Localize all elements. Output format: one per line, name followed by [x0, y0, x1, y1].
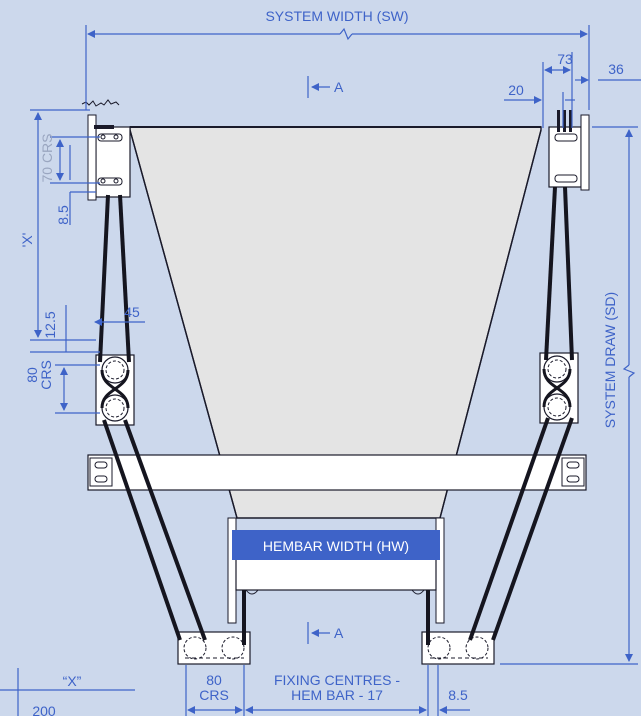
top-bracket-right	[548, 110, 590, 191]
dim-12-5: 12.5	[42, 311, 58, 338]
dim-80-side-a: 80	[24, 367, 40, 383]
cords	[98, 186, 574, 645]
cross-bar	[87, 454, 587, 491]
dim-system-width: SYSTEM WIDTH (SW)	[85, 8, 590, 110]
dim-top-right: 73 36 20	[504, 51, 641, 128]
top-bracket-left	[81, 99, 131, 201]
dim-36: 36	[608, 61, 624, 77]
fixing-centres-line1: FIXING CENTRES -	[274, 672, 400, 688]
dim-70-crs: 70 CRS	[39, 133, 55, 182]
dim-bottom: 80 CRS FIXING CENTRES - HEM BAR - 17 8.5	[185, 665, 470, 716]
dim-73: 73	[557, 51, 573, 67]
dim-20: 20	[508, 82, 524, 98]
dim-45: 45	[124, 304, 140, 320]
pulley-bracket-right	[539, 352, 579, 424]
x-value-table: “X” 200	[0, 668, 135, 716]
dim-80-side-b: CRS	[38, 360, 54, 390]
hembar: HEMBAR WIDTH (HW)	[227, 517, 445, 624]
dim-system-draw: SYSTEM DRAW (SD)	[500, 126, 638, 665]
system-draw-label: SYSTEM DRAW (SD)	[602, 292, 618, 428]
bottom-pulley-left	[177, 631, 251, 665]
section-a-top: A	[334, 79, 344, 95]
dim-left-middle: 12.5 45 80 CRS	[24, 304, 145, 414]
dim-80-bottom-b: CRS	[199, 687, 229, 703]
x-marker-label: 'X'	[19, 233, 35, 248]
fixing-centres-line2: HEM BAR - 17	[291, 687, 383, 703]
system-width-label: SYSTEM WIDTH (SW)	[265, 8, 408, 24]
hembar-width-label: HEMBAR WIDTH (HW)	[263, 538, 409, 554]
dim-8-5-top: 8.5	[55, 205, 71, 225]
dim-8-5-bottom: 8.5	[448, 687, 468, 703]
dim-left-top: 'X' 70 CRS 8.5	[19, 109, 100, 341]
section-a-bottom: A	[334, 625, 344, 641]
pulley-bracket-left	[95, 354, 135, 426]
x-table-header: “X”	[63, 673, 82, 689]
bottom-pulley-right	[421, 631, 495, 665]
x-table-value: 200	[32, 703, 56, 716]
dim-section-a: A A	[307, 76, 344, 644]
dim-80-bottom-a: 80	[206, 672, 222, 688]
